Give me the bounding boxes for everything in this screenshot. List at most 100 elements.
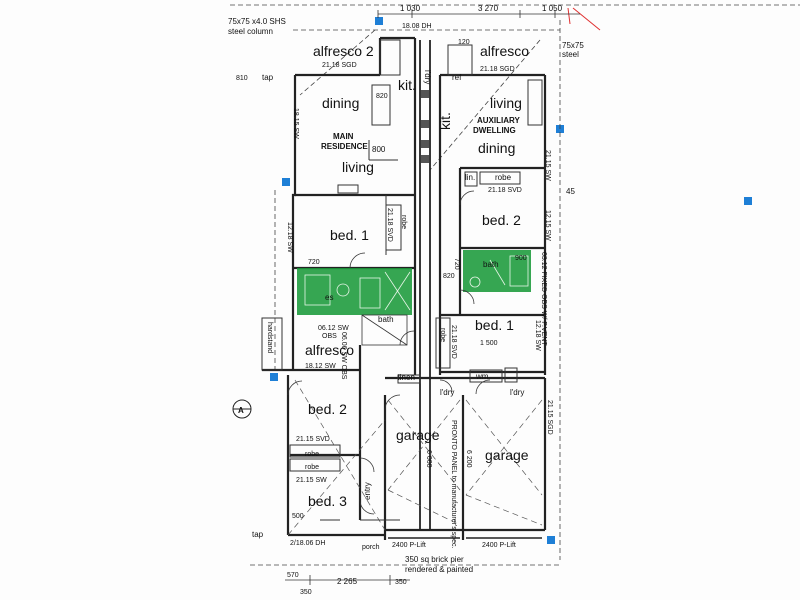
dim-820: 820 [376, 93, 388, 100]
window-2118sgd: 21.18 SGD [322, 62, 357, 69]
brick-pier-line1: 350 sq brick pier [405, 555, 464, 564]
obs-label: OBS [322, 333, 337, 340]
aux-window-2115sgd: 21.15 SGD [546, 400, 553, 435]
aux-window-2115sw: 21.15 SW [544, 150, 551, 181]
room-kitchen: kit. [398, 77, 416, 93]
aux-laundry-label: l'dry [423, 70, 432, 84]
room-alfresco: alfresco [305, 342, 354, 358]
garage-length-main: 6 000 [425, 450, 432, 468]
dim-800: 800 [372, 145, 386, 154]
ensuite-wet-area [297, 268, 412, 315]
room-alfresco-2: alfresco 2 [313, 43, 374, 59]
aux-window-2118svd-2: 21.18 SVD [450, 325, 457, 359]
main-residence-line1: MAIN [333, 132, 354, 141]
window-1812sw: 18.12 SW [305, 363, 336, 370]
hardstand-label: hardstand [266, 322, 273, 353]
room-living: living [342, 159, 374, 175]
room-dining: dining [322, 95, 359, 111]
garage-length-aux: 6 200 [465, 450, 472, 468]
corridor-posts [421, 90, 429, 163]
right-column-note-line1: 75x75 [562, 41, 584, 50]
room-aux-bed-1: bed. 1 [475, 317, 514, 333]
window-2-1806dh: 2/18.06 DH [290, 540, 325, 547]
garage-roof-lines [287, 379, 543, 536]
room-aux-alfresco: alfresco [480, 43, 529, 59]
aux-inner-lines [397, 44, 543, 410]
window-2115sw: 21.15 SW [296, 477, 327, 484]
room-aux-garage: garage [485, 447, 529, 463]
aux-door-swings [439, 190, 491, 395]
aux-window-1215sw: 12.15 SW [544, 210, 551, 241]
labels: 1 030 3 270 1 050 18.08 DH 120 75x75 x4.… [228, 4, 584, 596]
boundary-dashes [230, 4, 800, 566]
auxiliary-line1: AUXILIARY [477, 116, 520, 125]
corridor-walls [419, 40, 431, 530]
tap-label: tap [262, 73, 274, 82]
window-0606sw: 06.06 SW OBS [340, 332, 347, 380]
top-dimension-line [377, 10, 580, 18]
aux-robe-label: robe [495, 173, 512, 182]
room-garage-main: garage [396, 427, 440, 443]
ensuite-fixtures [304, 271, 411, 311]
survey-marker [547, 536, 555, 544]
room-bed-1: bed. 1 [330, 227, 369, 243]
survey-marker [744, 197, 752, 205]
red-boundary-line [567, 7, 571, 25]
dim-1808dh: 18.08 DH [402, 23, 432, 30]
entry-label: entry [363, 482, 372, 500]
room-aux-living: living [490, 95, 522, 111]
garage-door-left: 2400 P-Lift [392, 542, 426, 549]
aux-window-1218sw: 12.18 SW [534, 320, 541, 351]
aux-laundry-2-label: l'dry [510, 388, 524, 397]
survey-marker [270, 373, 278, 381]
dim-810: 810 [236, 75, 248, 82]
aux-window-2118sgd: 21.18 SGD [480, 66, 515, 73]
ensuite-label: es [325, 293, 333, 302]
tap-label-2: tap [252, 530, 264, 539]
bath-fixtures [469, 255, 529, 288]
column-note-line1: 75x75 x4.0 SHS [228, 17, 286, 26]
dim-1050: 1 050 [542, 4, 563, 13]
aux-dim-820: 820 [443, 273, 455, 280]
aux-dim-720: 720 [453, 258, 460, 270]
laundry-main-label: l'dry [440, 388, 454, 397]
window-2115svd: 21.15 SVD [296, 436, 330, 443]
dim-2265: 2 265 [337, 577, 358, 586]
room-aux-bed-2: bed. 2 [482, 212, 521, 228]
section-marker-label: A [238, 406, 244, 415]
survey-marker [282, 178, 290, 186]
column-note-line2: steel column [228, 27, 273, 36]
red-boundary-line [572, 7, 601, 31]
aux-dim-1500: 1 500 [480, 340, 498, 347]
dim-120: 120 [458, 39, 470, 46]
dim-350b: 350 [395, 579, 407, 586]
linen-aux-label: lin. [465, 173, 475, 182]
ref-label: ref [452, 73, 462, 82]
main-inner-lines [261, 39, 402, 521]
porch-label: porch [362, 544, 380, 551]
washing-machine-label: wm [475, 372, 489, 381]
aux-dim-45: 45 [566, 187, 575, 196]
room-aux-dining: dining [478, 140, 515, 156]
window-0612sw: 06.12 SW [318, 325, 349, 332]
window-1815sw: 18.15 SW [292, 108, 299, 139]
aux-dim-900: 900 [515, 255, 527, 262]
bath-label: bath [378, 315, 394, 324]
dim-1030: 1 030 [400, 4, 421, 13]
robe-label-1: robe [305, 451, 319, 458]
aux-bath-label: bath [483, 260, 499, 269]
aux-walls [385, 73, 547, 540]
room-aux-kitchen: kit. [437, 112, 453, 130]
window-1218sw: 12.18 SW [286, 222, 293, 253]
window-2118svd: 21.18 SVD [386, 208, 393, 242]
linen-label: linen [398, 373, 415, 382]
robe-label-2: robe [305, 464, 319, 471]
right-column-note-line2: steel [562, 50, 579, 59]
room-bed-2: bed. 2 [308, 401, 347, 417]
dim-720: 720 [308, 259, 320, 266]
door-swings [287, 252, 415, 515]
auxiliary-line2: DWELLING [473, 126, 516, 135]
survey-marker [375, 17, 383, 25]
